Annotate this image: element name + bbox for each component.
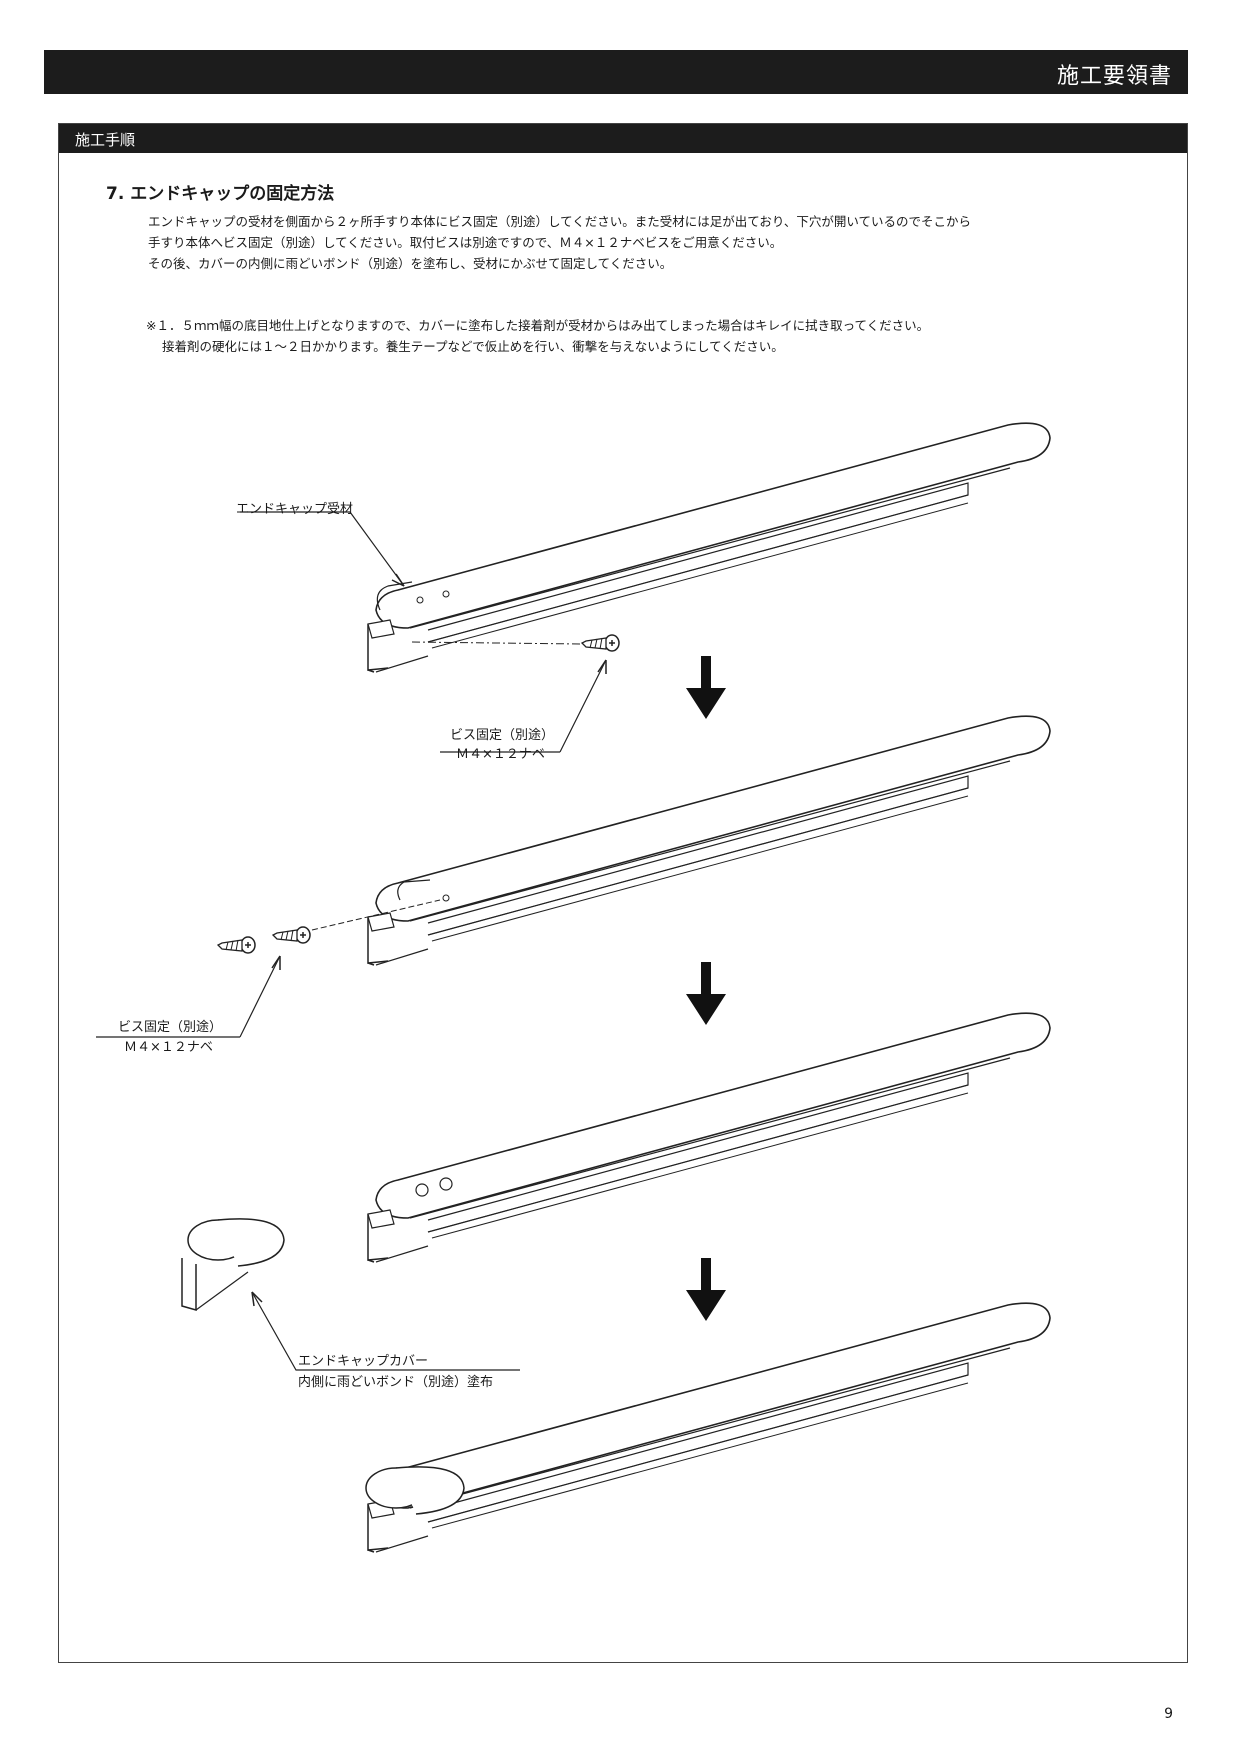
screw-icon xyxy=(217,936,256,954)
label-screw-2-size: Ｍ４×１２ナベ xyxy=(124,1040,213,1055)
page-number: 9 xyxy=(1164,1706,1173,1722)
step-title: 7. エンドキャップの固定方法 xyxy=(106,184,335,204)
rail-diagram-4 xyxy=(367,1302,1051,1553)
note-line-1: ※１．５ｍｍ幅の底目地仕上げとなりますので、カバーに塗布した接着剤が受材からはみ… xyxy=(146,318,930,333)
down-arrow-icon xyxy=(686,962,726,1025)
label-screw-1-size: Ｍ４×１２ナベ xyxy=(456,747,545,762)
section-title: 施工手順 xyxy=(75,131,136,149)
down-arrow-icon xyxy=(686,1258,726,1321)
section-bar: 施工手順 xyxy=(59,124,1187,153)
label-screw-1: ビス固定（別途） xyxy=(450,728,555,743)
instruction-line-1: エンドキャップの受材を側面から２ヶ所手すり本体にビス固定（別途）してください。ま… xyxy=(148,214,972,229)
header-bar: 施工要領書 xyxy=(44,50,1188,94)
screw-icon xyxy=(581,634,620,652)
content-frame: 施工手順 xyxy=(58,123,1188,1663)
screw-icon xyxy=(272,926,311,944)
note-line-2: 接着剤の硬化には１〜２日かかります。養生テープなどで仮止めを行い、衝撃を与えない… xyxy=(162,339,784,354)
label-end-cap-cover: エンドキャップカバー xyxy=(298,1354,429,1369)
label-bond-application: 内側に雨どいボンド（別途）塗布 xyxy=(298,1375,494,1390)
end-cap-cover-installed xyxy=(365,1466,465,1515)
label-end-cap-receiver: エンドキャップ受材 xyxy=(236,502,354,517)
document-title: 施工要領書 xyxy=(1056,64,1172,89)
down-arrow-icon xyxy=(686,656,726,719)
instruction-line-2: 手すり本体へビス固定（別途）してください。取付ビスは別途ですので、Ｍ４×１２ナベ… xyxy=(148,235,783,250)
end-cap-cover xyxy=(181,1218,285,1311)
rail-diagram-3 xyxy=(367,1012,1051,1263)
label-screw-2: ビス固定（別途） xyxy=(118,1020,223,1035)
instruction-line-3: その後、カバーの内側に雨どいボンド（別途）を塗布し、受材にかぶせて固定してくださ… xyxy=(148,256,673,271)
rail-diagram-1 xyxy=(367,422,1051,673)
